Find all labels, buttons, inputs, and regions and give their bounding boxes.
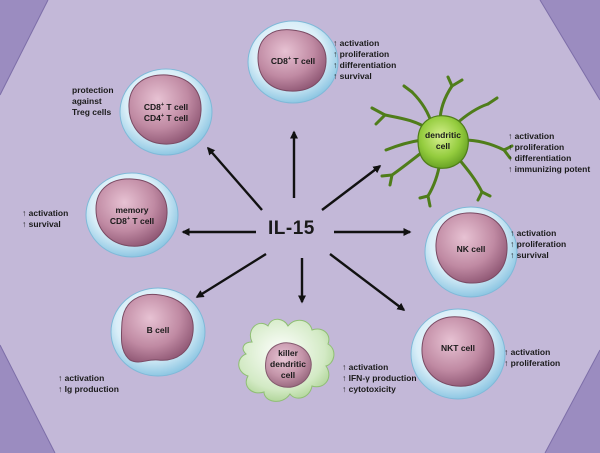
effect-item: ↑ activation bbox=[22, 208, 69, 218]
effect-item: ↑ activation bbox=[508, 131, 555, 141]
arrow-to-dendritic-cell bbox=[321, 165, 382, 211]
effect-item: ↑ differentiation bbox=[508, 153, 572, 163]
b-cell bbox=[110, 287, 206, 377]
b-cell-effects: ↑ activation ↑ Ig production bbox=[58, 373, 119, 395]
effect-item: ↑ activation bbox=[333, 38, 380, 48]
treg-protection-note: protection against Treg cells bbox=[72, 85, 114, 118]
cd8-cd4-t-cell-label: CD8+ T cell CD4+ T cell bbox=[143, 102, 189, 123]
effect-item: ↑ Ig production bbox=[58, 384, 119, 394]
effect-item: ↑ cytotoxicity bbox=[342, 384, 396, 394]
nkt-cell-label: NKT cell bbox=[440, 343, 475, 353]
effect-item: ↑ IFN-γ production bbox=[342, 373, 417, 383]
effect-item: ↑ activation bbox=[342, 362, 389, 372]
effect-item: ↑ differentiation bbox=[333, 60, 397, 70]
arrow-to-cd8-cd4-t-cell bbox=[207, 146, 263, 211]
effect-item: ↑ proliferation bbox=[333, 49, 390, 59]
cd8-t-cell-effects: ↑ activation ↑ proliferation ↑ different… bbox=[333, 38, 396, 82]
note-line: protection bbox=[72, 85, 114, 95]
killer-dendritic-cell bbox=[238, 318, 335, 402]
effect-item: ↑ immunizing potent bbox=[508, 164, 591, 174]
note-line: against bbox=[72, 96, 102, 106]
memory-cd8-t-cell bbox=[85, 172, 179, 258]
cd8-cd4-t-cell bbox=[119, 68, 213, 156]
effect-item: ↑ proliferation bbox=[510, 239, 567, 249]
b-cell-label: B cell bbox=[146, 325, 170, 335]
note-line: Treg cells bbox=[72, 107, 112, 117]
arrows bbox=[181, 130, 412, 311]
nk-cell-label: NK cell bbox=[456, 244, 486, 254]
dendritic-cell-body bbox=[417, 115, 469, 169]
effect-item: ↑ activation bbox=[504, 347, 551, 357]
effect-item: ↑ survival bbox=[22, 219, 61, 229]
effect-item: ↑ survival bbox=[333, 71, 372, 81]
effect-item: ↑ survival bbox=[510, 250, 549, 260]
nk-cell bbox=[424, 206, 518, 298]
nkt-cell-effects: ↑ activation ↑ proliferation bbox=[504, 347, 560, 369]
arrow-to-nkt-cell bbox=[329, 253, 406, 311]
memory-cd8-t-cell-label: memory CD8+ T cell bbox=[109, 205, 155, 226]
effect-item: ↑ activation bbox=[510, 228, 557, 238]
effect-item: ↑ activation bbox=[58, 373, 105, 383]
nkt-cell bbox=[410, 308, 506, 400]
dendritic-cell-effects: ↑ activation ↑ proliferation ↑ different… bbox=[508, 131, 590, 175]
effect-item: ↑ proliferation bbox=[504, 358, 561, 368]
effect-item: ↑ proliferation bbox=[508, 142, 565, 152]
arrow-to-b-cell bbox=[195, 252, 267, 299]
il15-label: IL-15 bbox=[268, 218, 315, 239]
cd8-t-cell-label: CD8+ T cell bbox=[270, 56, 316, 66]
nk-cell-effects: ↑ activation ↑ proliferation ↑ survival bbox=[510, 228, 566, 261]
memory-cd8-t-cell-effects: ↑ activation ↑ survival bbox=[22, 208, 68, 230]
killer-dendritic-cell-label: killer dendritic cell bbox=[270, 348, 306, 380]
dendritic-cell-label: dendritic cell bbox=[425, 130, 461, 151]
killer-dendritic-cell-effects: ↑ activation ↑ IFN-γ production ↑ cytoto… bbox=[342, 362, 417, 395]
cd8-t-cell-top bbox=[247, 20, 339, 104]
